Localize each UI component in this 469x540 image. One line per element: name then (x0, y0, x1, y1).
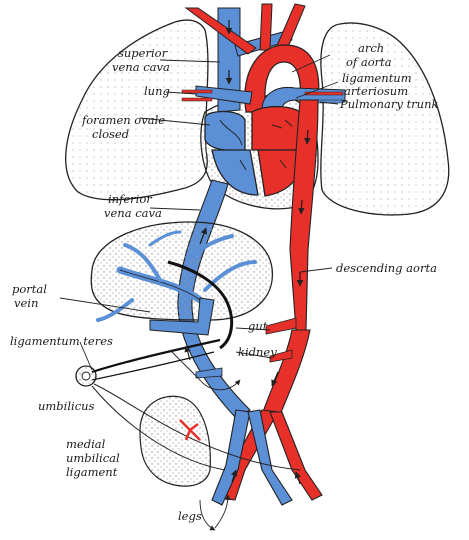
portal-vein-branches (96, 230, 257, 322)
label-inferior-vena-cava-2: vena cava (104, 206, 162, 220)
labels: superior vena cava lung foramen ovale cl… (10, 41, 438, 523)
label-superior-vena-cava-1: superior (118, 46, 169, 60)
iliac-vein-right (247, 409, 293, 506)
label-medial-umbilical-2: umbilical (66, 451, 120, 465)
label-kidney: kidney (238, 345, 277, 359)
abdominal-aorta (261, 329, 311, 416)
label-umbilicus: umbilicus (38, 399, 95, 413)
umbilicus-center (81, 371, 91, 381)
renal-vein (195, 367, 223, 379)
ductus-venosus (167, 260, 234, 350)
pulmonary-veins (181, 89, 344, 104)
medial-umbilical-ligament-1 (91, 385, 226, 471)
label-portal-vein-2: vein (14, 296, 38, 310)
label-portal-vein-1: portal (12, 282, 47, 296)
right-lung (320, 22, 450, 216)
left-lung (65, 19, 209, 201)
label-gut: gut (248, 319, 268, 333)
label-legs: legs (178, 509, 202, 523)
portal-vein (149, 297, 215, 336)
label-medial-umbilical-1: medial (66, 437, 106, 451)
bladder (139, 395, 211, 487)
label-ligamentum-teres: ligamentum teres (10, 334, 113, 348)
medial-umbilical-ligament-2 (93, 383, 301, 471)
aortic-branch-2 (259, 3, 273, 51)
label-pulmonary-trunk: Pulmonary trunk (339, 97, 438, 111)
right-atrium (204, 110, 246, 152)
iliac-artery-right (269, 411, 323, 501)
gut-artery (265, 317, 297, 335)
label-ligamentum-arteriosum-1: ligamentum (342, 71, 412, 85)
label-descending-aorta: descending aorta (336, 261, 437, 275)
label-lung: lung (144, 84, 170, 98)
leader-lines (59, 54, 339, 531)
label-medial-umbilical-3: ligament (66, 465, 118, 479)
label-arch-of-aorta-1: arch (358, 41, 384, 55)
foramen-ovale-valve (219, 119, 243, 146)
label-superior-vena-cava-2: vena cava (112, 60, 170, 74)
liver (90, 221, 274, 321)
right-ventricle (211, 149, 259, 196)
vesical-artery (179, 419, 201, 441)
ligamentum-teres-line-2 (91, 351, 215, 381)
label-inferior-vena-cava-1: inferior (108, 192, 153, 206)
label-foramen-ovale-2: closed (92, 127, 129, 141)
label-foramen-ovale-1: foramen ovale (81, 113, 165, 127)
renal-artery (269, 349, 293, 363)
flow-arrows (184, 20, 311, 485)
label-arch-of-aorta-2: of aorta (346, 55, 392, 69)
heart-valve-marks (239, 119, 293, 171)
aortic-branch-1 (184, 7, 257, 55)
ligamentum-teres-line (91, 338, 221, 374)
label-ligamentum-arteriosum-2: arteriosum (344, 84, 408, 98)
